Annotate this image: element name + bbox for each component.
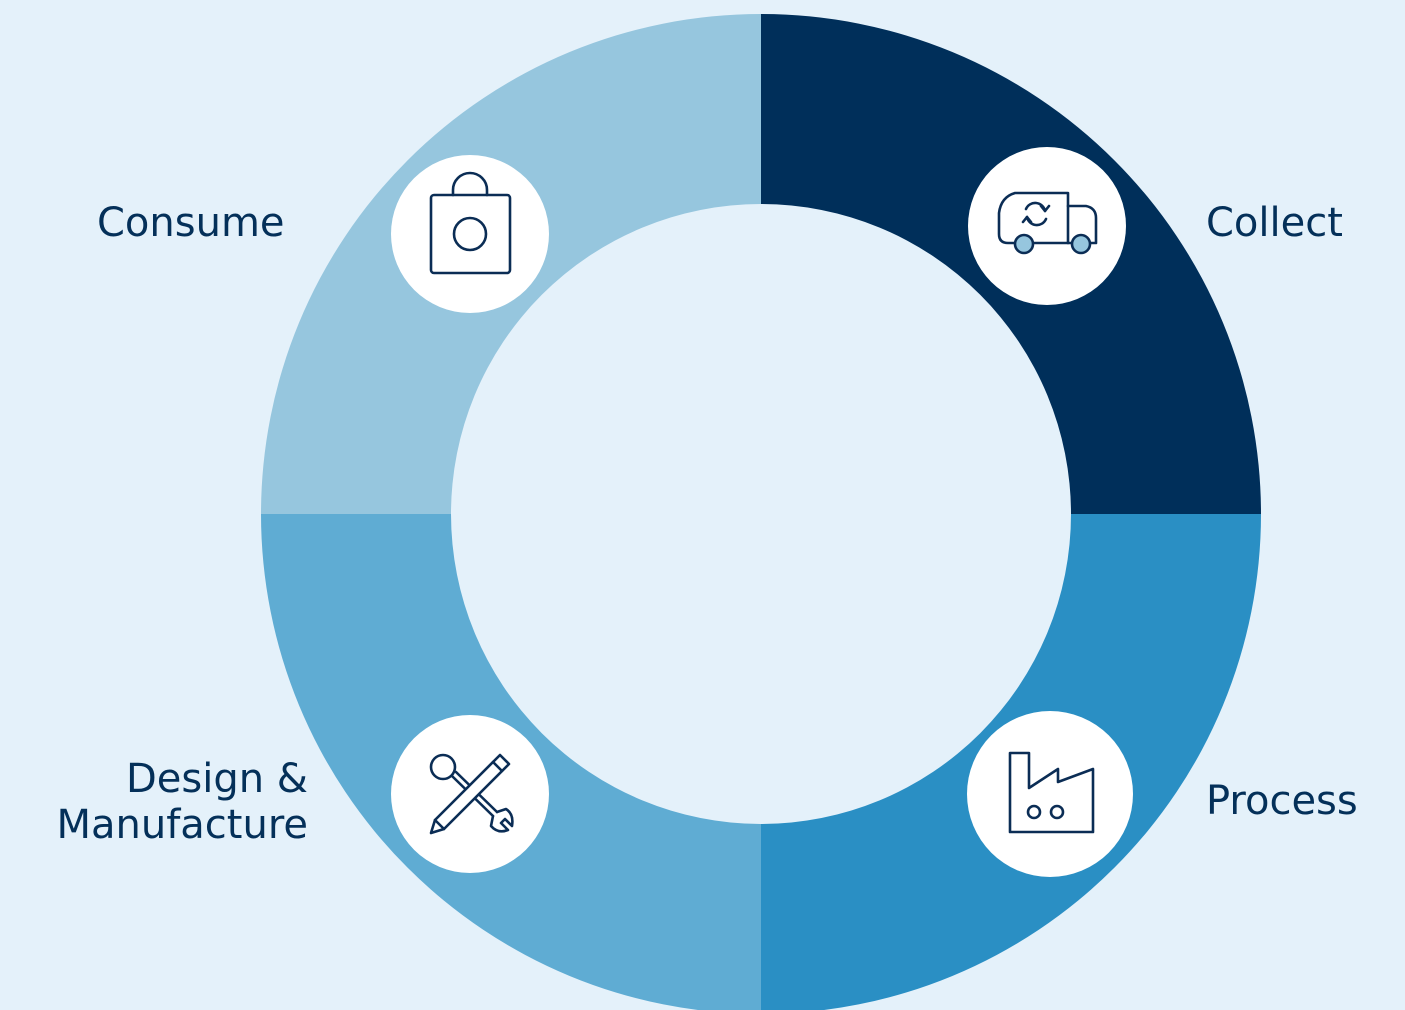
label-process: Process (1206, 778, 1358, 824)
shopping-bag-icon (429, 171, 512, 275)
label-design-line1: Design & (125, 756, 308, 802)
label-consume: Consume (97, 200, 285, 246)
recycling-truck-icon (997, 191, 1098, 245)
collect-icon-badge (968, 147, 1126, 305)
design-icon-badge (391, 715, 549, 873)
process-icon-badge (967, 711, 1133, 877)
truck-wheel-front (1070, 233, 1092, 255)
truck-wheel-rear (1013, 233, 1035, 255)
consume-icon-badge (391, 155, 549, 313)
pencil-wrench-icon (429, 753, 514, 835)
label-collect: Collect (1206, 200, 1343, 246)
label-design-line2: Manufacture (56, 802, 308, 848)
label-design-manufacture: Design & Manufacture (30, 756, 308, 848)
factory-icon (1008, 751, 1095, 834)
